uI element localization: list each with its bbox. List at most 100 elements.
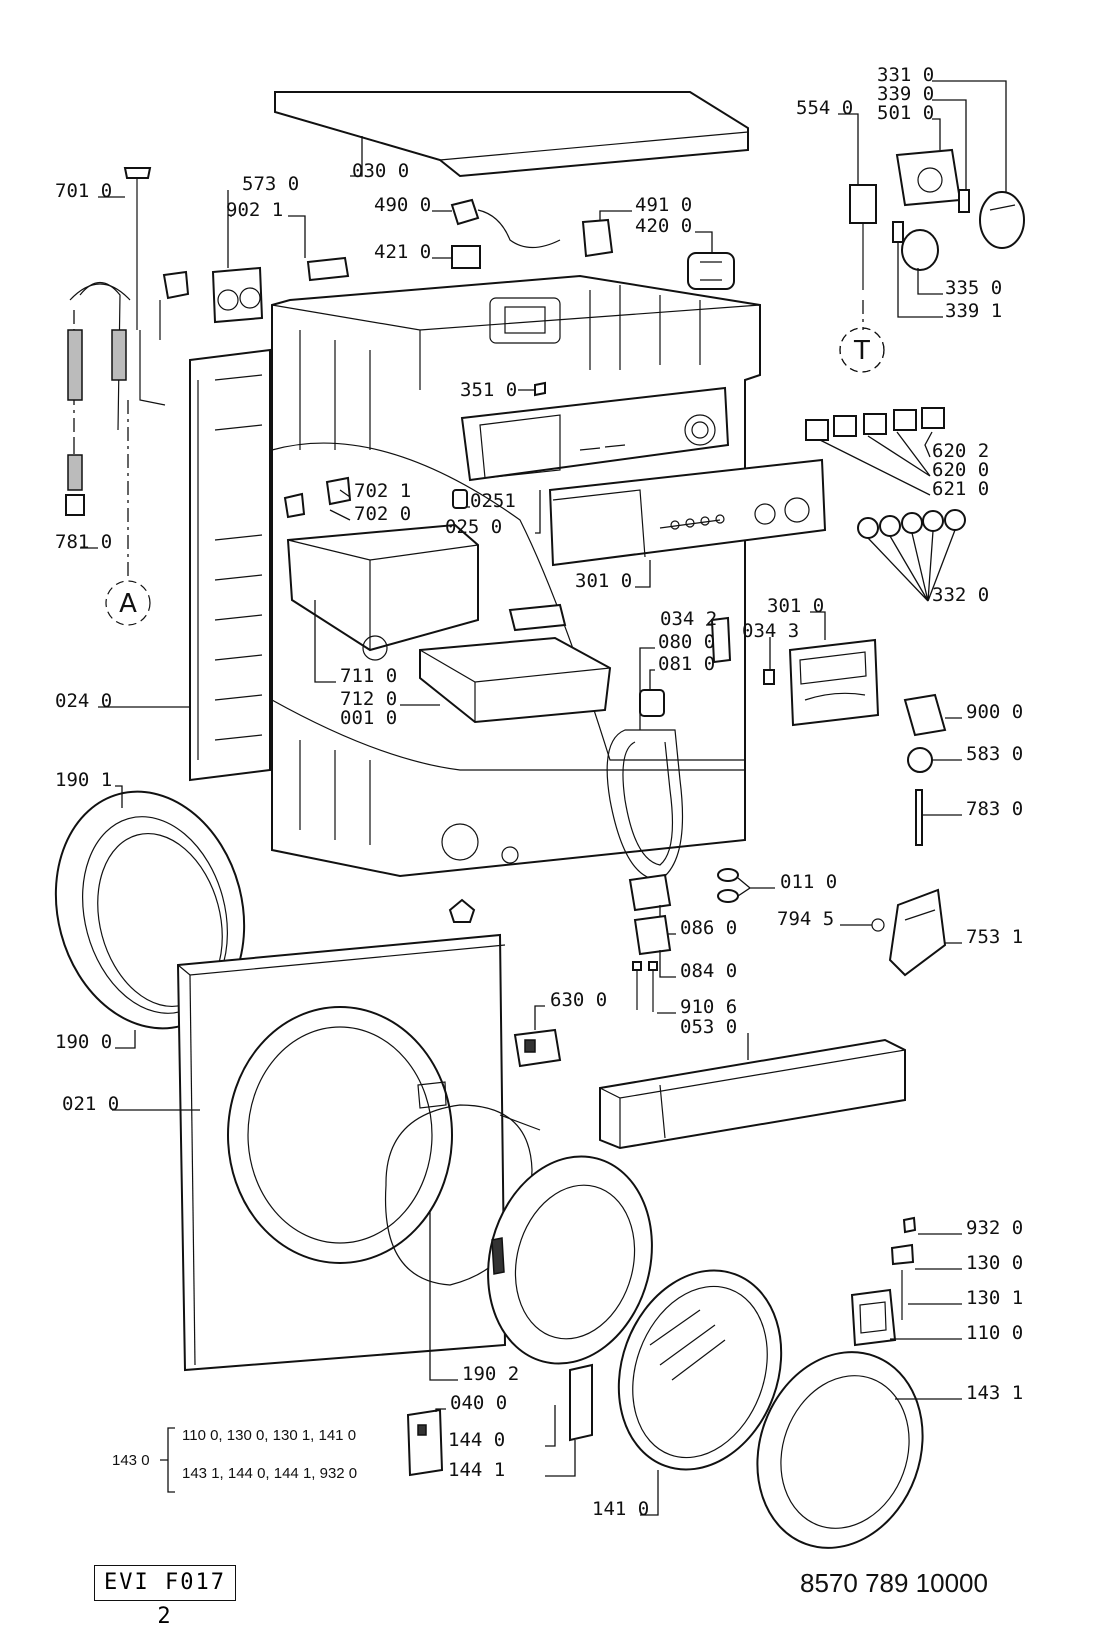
part-number-label: 130 1: [966, 1287, 1023, 1309]
part-number-label: 583 0: [966, 743, 1023, 765]
part-number-label: 711 0: [340, 665, 397, 687]
part-number-label: 702 1: [354, 480, 411, 502]
part-number-label: 351 0: [460, 379, 517, 401]
part-number-label: 034 2: [660, 608, 717, 630]
part-number-label: 932 0: [966, 1217, 1023, 1239]
part-number-label: 021 0: [62, 1093, 119, 1115]
push-button-part: [857, 509, 966, 602]
part-number-label: 190 0: [55, 1031, 112, 1053]
part-number-label: 0251: [470, 490, 516, 512]
part-number-label: 332 0: [932, 584, 989, 606]
part-number-label: 339 1: [945, 300, 1002, 322]
part-number-label: 491 0: [635, 194, 692, 216]
kit-code: 143 0: [112, 1452, 150, 1469]
part-number-label: 110 0: [966, 1322, 1023, 1344]
oring-794-part: [840, 918, 885, 932]
part-number-label: 040 0: [450, 1392, 507, 1414]
part-number-label: 621 0: [932, 478, 989, 500]
screws-910-part: [632, 961, 676, 1014]
door-spring-part: [384, 1104, 541, 1286]
part-number-label: 421 0: [374, 241, 431, 263]
part-number-label: 630 0: [550, 989, 607, 1011]
filter-cover-part: [788, 611, 880, 727]
part-number-label: 339 0: [877, 83, 934, 105]
plinth-part: [599, 1033, 906, 1150]
part-number-label: 084 0: [680, 960, 737, 982]
part-number-label: 794 5: [777, 908, 834, 930]
part-number-label: 573 0: [242, 173, 299, 195]
part-number-label: 001 0: [340, 707, 397, 729]
detergent-drawer-part: [400, 636, 612, 724]
part-number-label: 141 0: [592, 1498, 649, 1520]
part-number-label: 301 0: [575, 570, 632, 592]
callout-circle: [839, 327, 885, 373]
part-number-label: 190 2: [462, 1363, 519, 1385]
part-number-label: 144 0: [448, 1429, 505, 1451]
part-number-label: 910 6: [680, 996, 737, 1018]
door-handle-lock-part: [850, 1216, 962, 1347]
door-glass-part: [617, 1269, 783, 1516]
noise-filter-part: [432, 245, 481, 269]
part-number-label: 301 0: [767, 595, 824, 617]
front-control-panel-part: [548, 458, 827, 588]
terminal-block-part: [581, 210, 632, 258]
part-number-label: 024 0: [55, 690, 112, 712]
part-number-label: 190 1: [55, 769, 112, 791]
front-panel-part: [112, 933, 507, 1372]
part-number-label: 025 0: [445, 516, 502, 538]
switch-block-part: [805, 407, 945, 496]
heater-clip-part: [639, 669, 665, 717]
handle-part: [545, 1363, 593, 1477]
part-number-label: 701 0: [55, 180, 112, 202]
diagram-code-box: EVI F017 2: [94, 1565, 236, 1629]
shaft-783-part: [915, 789, 962, 846]
part-number-label: 554 0: [796, 97, 853, 119]
top-cover-part: [274, 91, 749, 178]
part-number-label: 702 0: [354, 503, 411, 525]
side-panel-part: [98, 348, 271, 782]
outer-door-ring-part: [756, 1351, 962, 1549]
pressure-sensor-part: [907, 747, 962, 773]
hinge-part: [406, 1408, 446, 1477]
motor-brush-753-part: [888, 888, 962, 977]
door-interlock-900-part: [903, 693, 962, 737]
kit-line-2: 143 1, 144 0, 144 1, 932 0: [182, 1465, 357, 1482]
part-number-label: 420 0: [635, 215, 692, 237]
part-number-label: 620 0: [932, 459, 989, 481]
callouts: AT: [105, 327, 885, 626]
kit-label-group: 143 0 110 0, 130 0, 130 1, 141 0 143 1, …: [112, 1427, 357, 1482]
control-panel-frame-part: [460, 381, 730, 482]
bracket-0342-part: [706, 616, 732, 664]
part-number-label: 753 1: [966, 926, 1023, 948]
part-number-label: 620 2: [932, 440, 989, 462]
door-frame-inner-part: [429, 1155, 653, 1381]
clamp-084-part: [633, 914, 676, 978]
part-number-label: 130 0: [966, 1252, 1023, 1274]
document-number: 8570 789 10000: [800, 1568, 988, 1598]
kit-line-1: 110 0, 130 0, 130 1, 141 0: [182, 1427, 356, 1444]
part-number-label: 011 0: [780, 871, 837, 893]
pressure-switch-part: [508, 603, 567, 632]
screw-0343-part: [763, 637, 775, 685]
part-number-label: 335 0: [945, 277, 1002, 299]
part-number-label: 034 3: [742, 620, 799, 642]
part-number-label: 144 1: [448, 1459, 505, 1481]
part-number-label: 781 0: [55, 531, 112, 553]
part-number-label: 081 0: [658, 653, 715, 675]
panel-bracket-part: [452, 489, 541, 534]
inlet-valve-part: [159, 190, 264, 340]
top-foot-part: [448, 898, 476, 923]
capacitor-part: [687, 231, 735, 290]
callout-letter: A: [119, 589, 137, 619]
part-number-label: 900 0: [966, 701, 1023, 723]
part-number-label: 490 0: [374, 194, 431, 216]
part-number-label: 331 0: [877, 64, 934, 86]
part-number-label: 783 0: [966, 798, 1023, 820]
part-number-label: 080 0: [658, 631, 715, 653]
part-number-label: 143 1: [966, 1382, 1023, 1404]
hose-connector-part: [283, 476, 352, 521]
part-number-label: 501 0: [877, 102, 934, 124]
part-number-label: 902 1: [226, 199, 283, 221]
part-number-label: 712 0: [340, 688, 397, 710]
